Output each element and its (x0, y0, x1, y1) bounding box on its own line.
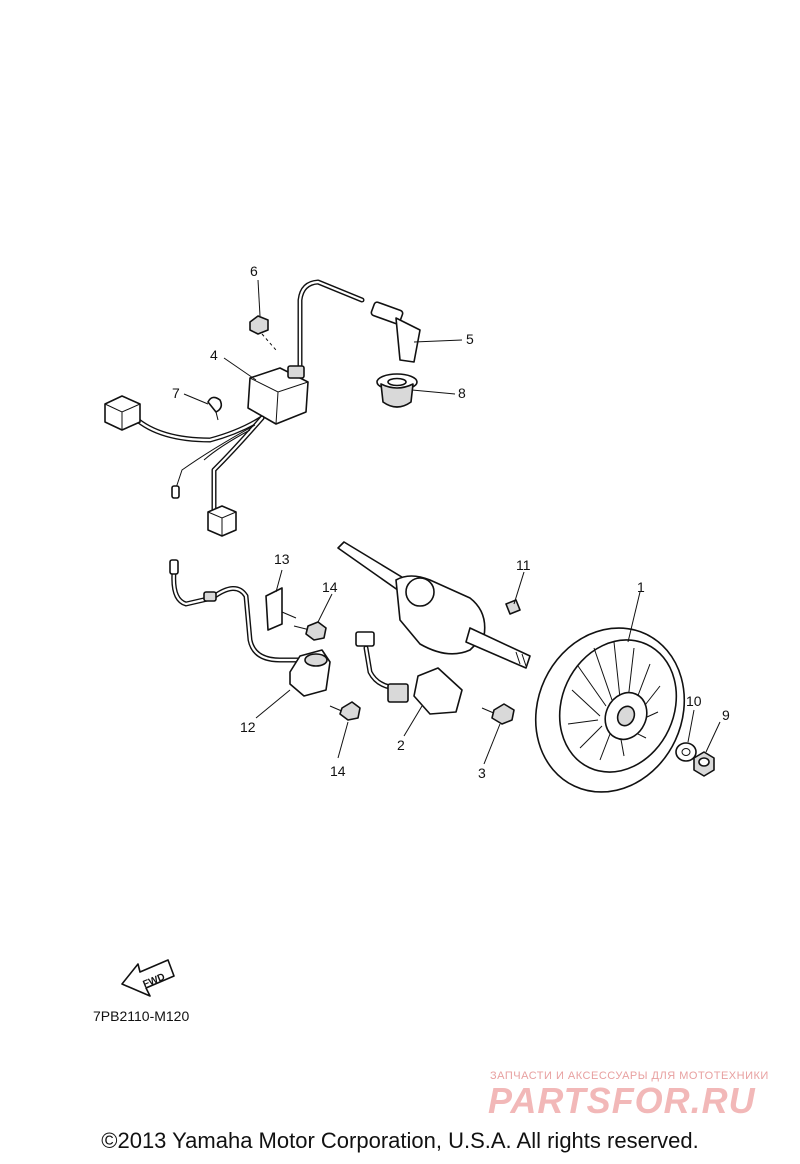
bracket (265, 587, 297, 631)
nut (693, 751, 715, 777)
callout-6: 6 (250, 263, 258, 279)
diagram-code: 7PB2110-M120 (93, 1008, 190, 1024)
washer (675, 742, 697, 762)
callout-leaders (183, 279, 721, 765)
copyright-notice: ©2013 Yamaha Motor Corporation, U.S.A. A… (101, 1128, 699, 1153)
bolt (481, 703, 515, 725)
ignition-coil (247, 365, 309, 425)
woodruff-key (505, 599, 521, 615)
callout-10: 10 (686, 693, 702, 709)
pickup-coil-assembly (169, 559, 361, 721)
callout-5: 5 (466, 331, 474, 347)
connector (207, 505, 237, 537)
callout-3: 3 (478, 765, 486, 781)
callout-12: 12 (240, 719, 256, 735)
callout-1: 1 (637, 579, 645, 595)
connector (104, 395, 141, 431)
bolt (293, 621, 327, 641)
callout-2: 2 (397, 737, 405, 753)
clamp (207, 396, 223, 421)
callout-13: 13 (274, 551, 290, 567)
watermark-tagline: ЗАПЧАСТИ И АКСЕССУАРЫ ДЛЯ МОТОТЕХНИКИ (490, 1070, 769, 1082)
callout-8: 8 (458, 385, 466, 401)
grommet (376, 373, 418, 408)
callout-labels: 1 2 3 4 5 6 7 8 9 10 11 12 13 14 14 (172, 263, 730, 781)
callout-11: 11 (516, 557, 531, 573)
terminal (171, 485, 180, 499)
callout-7: 7 (172, 385, 180, 401)
flywheel-rotor (534, 627, 686, 793)
pickup-sensor (355, 631, 463, 715)
callout-4: 4 (210, 347, 218, 363)
spark-plug-cap (370, 301, 421, 363)
callout-14b: 14 (330, 763, 346, 779)
fwd-arrow-icon: FWD (121, 959, 175, 997)
bolt (249, 315, 277, 351)
bolt (329, 701, 361, 721)
crankshaft (337, 541, 531, 669)
pickup-coil (289, 649, 331, 697)
ignition-coil-assembly (104, 279, 421, 537)
callout-9: 9 (722, 707, 730, 723)
watermark-logo: PARTSFOR.RU (488, 1080, 756, 1121)
callout-14a: 14 (322, 579, 338, 595)
